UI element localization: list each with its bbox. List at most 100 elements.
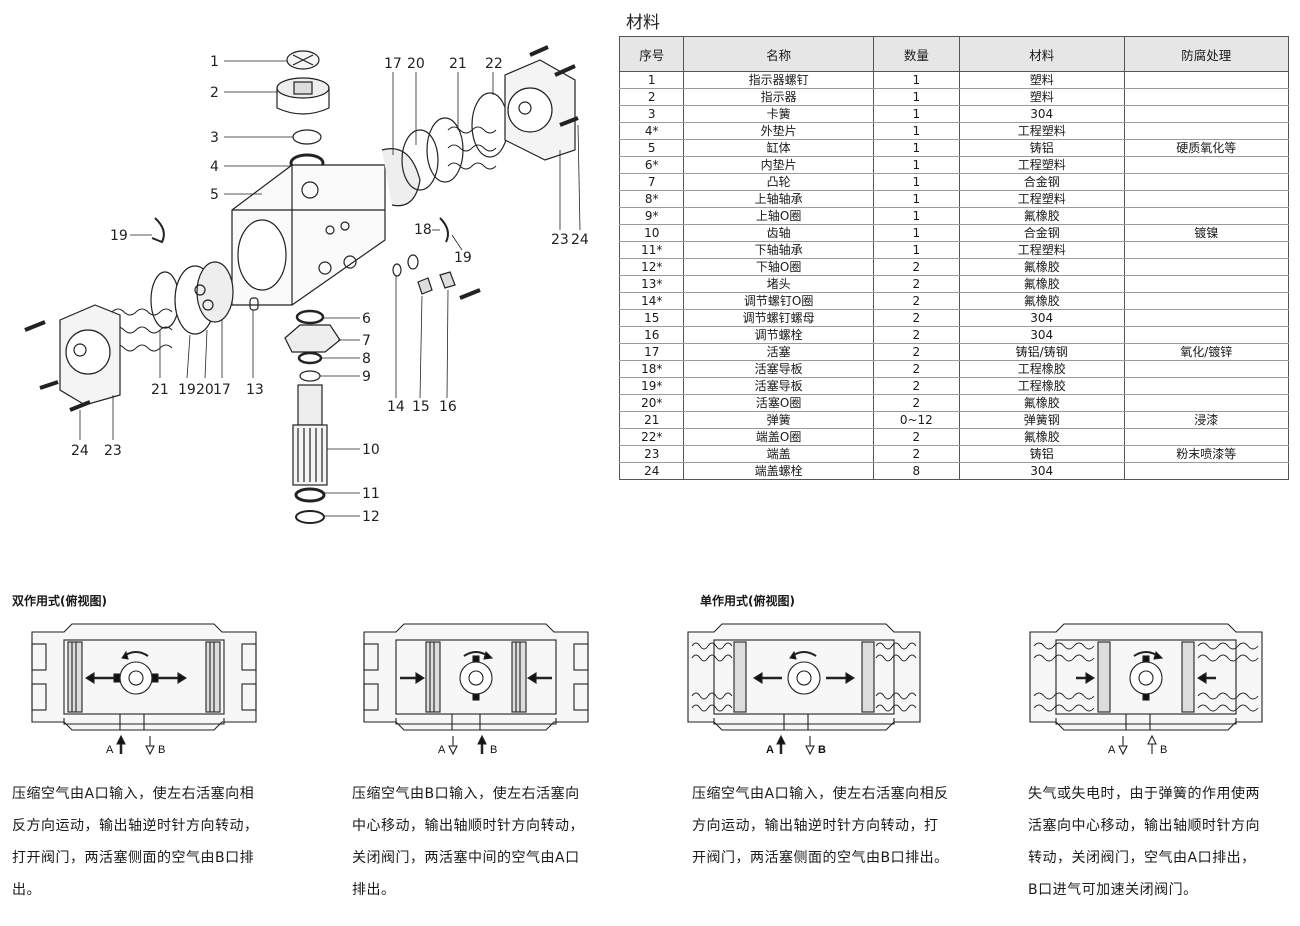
cell-qty: 2 [872,309,960,327]
callout-21-bottom: 21 [151,382,169,398]
cell-name: 调节螺钉O圈 [683,292,874,310]
cell-no: 18* [618,360,685,378]
cell-qty: 2 [872,275,960,293]
callout-18: 18 [414,222,432,238]
cell-no: 9* [618,207,685,225]
cell-material: 合金钢 [958,224,1125,242]
cell-treatment [1123,190,1290,208]
double-acting-close-diagram: A B [356,622,596,762]
cell-material: 工程塑料 [958,156,1125,174]
port-b-label: B [1160,744,1167,756]
cell-qty: 1 [872,105,960,123]
cell-no: 20* [618,394,685,412]
cell-material: 氟橡胶 [958,207,1125,225]
callout-6: 6 [362,311,371,327]
callout-15: 15 [412,399,430,415]
cell-no: 6* [618,156,685,174]
cell-name: 指示器螺钉 [683,71,874,89]
cell-no: 22* [618,428,685,446]
cell-treatment [1123,241,1290,259]
cell-no: 19* [618,377,685,395]
cell-no: 1 [618,71,685,89]
cell-material: 工程橡胶 [958,360,1125,378]
cell-material: 工程橡胶 [958,377,1125,395]
cell-treatment [1123,394,1290,412]
cell-treatment: 硬质氧化等 [1123,139,1290,157]
callout-17-bottom: 17 [213,382,231,398]
desc-line: B口进气可加速关闭阀门。 [1028,882,1198,898]
cell-name: 端盖O圈 [683,428,874,446]
cell-treatment [1123,207,1290,225]
desc-line: 关闭阀门，两活塞中间的空气由A口 [352,850,580,866]
callout-14: 14 [387,399,405,415]
cell-material: 塑料 [958,88,1125,106]
cell-name: 活塞导板 [683,360,874,378]
desc-line: 方向运动，输出轴逆时针方向转动，打 [692,818,939,834]
cell-qty: 2 [872,377,960,395]
cell-qty: 1 [872,241,960,259]
double-acting-open-description: 压缩空气由A口输入，使左右活塞向相 反方向运动，输出轴逆时针方向转动， 打开阀门… [12,778,282,906]
cell-name: 调节螺钉螺母 [683,309,874,327]
cell-qty: 1 [872,224,960,242]
cell-material: 氟橡胶 [958,292,1125,310]
cell-no: 5 [618,139,685,157]
callout-12: 12 [362,509,380,525]
cell-qty: 1 [872,173,960,191]
cell-qty: 2 [872,428,960,446]
cell-treatment [1123,122,1290,140]
cell-material: 304 [958,326,1125,344]
cell-qty: 1 [872,190,960,208]
cell-name: 卡簧 [683,105,874,123]
desc-line: 压缩空气由A口输入，使左右活塞向相反 [692,786,949,802]
cell-material: 工程塑料 [958,122,1125,140]
cell-qty: 2 [872,258,960,276]
cell-material: 304 [958,309,1125,327]
cell-name: 凸轮 [683,173,874,191]
exploded-view-diagram: 1 2 3 4 5 6 7 8 9 10 11 12 19 21 19 20 1… [0,0,610,540]
callout-1: 1 [210,54,219,70]
desc-line: 打开阀门，两活塞侧面的空气由B口排 [12,850,255,866]
callout-4: 4 [210,159,219,175]
cell-material: 氟橡胶 [958,428,1125,446]
cell-qty: 8 [872,462,960,480]
materials-title: 材料 [626,13,660,33]
cell-treatment [1123,275,1290,293]
port-a-label: A [106,744,114,756]
single-acting-open-diagram: A B [684,622,924,762]
cell-material: 工程塑料 [958,241,1125,259]
cell-no: 14* [618,292,685,310]
cell-no: 8* [618,190,685,208]
cell-name: 活塞 [683,343,874,361]
double-acting-open-diagram: A B [24,622,264,762]
cell-qty: 2 [872,360,960,378]
cell-no: 2 [618,88,685,106]
callout-8: 8 [362,351,371,367]
cell-material: 氟橡胶 [958,394,1125,412]
cell-treatment [1123,258,1290,276]
callout-2: 2 [210,85,219,101]
cell-treatment [1123,428,1290,446]
col-header-no: 序号 [618,36,685,72]
cell-qty: 1 [872,139,960,157]
callout-19-right: 19 [454,250,472,266]
cell-qty: 1 [872,88,960,106]
cell-no: 16 [618,326,685,344]
callout-19-bottom: 19 [178,382,196,398]
desc-line: 反方向运动，输出轴逆时针方向转动， [12,818,259,834]
col-header-qty: 数量 [872,36,960,72]
callout-21-top: 21 [449,56,467,72]
